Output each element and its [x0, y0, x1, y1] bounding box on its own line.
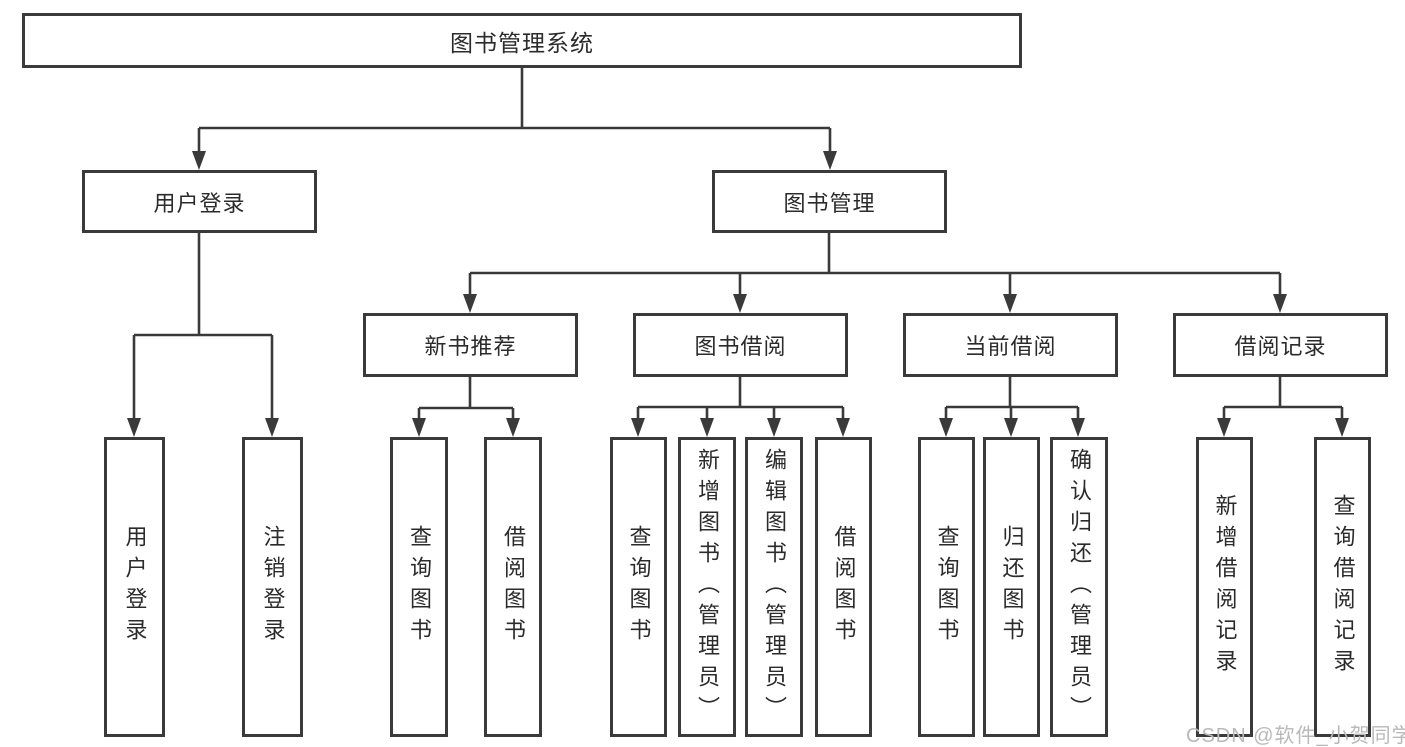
leaf-query-borrow-record-label: 查询借阅记录 [1330, 494, 1356, 680]
node-new-book-recommend: 新书推荐 [363, 313, 578, 377]
leaf-borrow-books: 借阅图书 [815, 437, 872, 737]
leaf-borrow-books-recommend-label: 借阅图书 [501, 525, 526, 649]
leaf-confirm-return-admin-label: 确认归还（管理员） [1067, 447, 1092, 727]
leaf-logout: 注销登录 [242, 437, 303, 737]
leaf-borrow-books-recommend: 借阅图书 [484, 437, 542, 737]
node-current-borrow-label: 当前借阅 [964, 334, 1057, 359]
leaf-add-borrow-record-label: 新增借阅记录 [1212, 494, 1238, 680]
node-borrow-records: 借阅记录 [1173, 313, 1388, 377]
leaf-edit-book-admin: 编辑图书（管理员） [745, 437, 803, 737]
node-user-login: 用户登录 [82, 170, 317, 233]
leaf-confirm-return-admin: 确认归还（管理员） [1050, 437, 1108, 737]
node-new-book-recommend-label: 新书推荐 [424, 334, 517, 359]
leaf-query-books-recommend-label: 查询图书 [407, 525, 432, 649]
leaf-user-login: 用户登录 [104, 437, 165, 737]
leaf-add-book-admin-label: 新增图书（管理员） [695, 447, 720, 727]
leaf-query-books-borrow-label: 查询图书 [626, 525, 652, 649]
leaf-query-books-current-label: 查询图书 [934, 525, 960, 649]
watermark: CSDN @软件_小贺同学 [1186, 725, 1405, 747]
arrowheads [127, 151, 1349, 437]
leaf-edit-book-admin-label: 编辑图书（管理员） [762, 447, 787, 727]
leaf-borrow-books-label: 借阅图书 [831, 525, 857, 649]
node-book-borrow: 图书借阅 [633, 313, 848, 377]
node-book-borrow-label: 图书借阅 [694, 334, 787, 359]
node-borrow-records-label: 借阅记录 [1234, 334, 1327, 359]
node-current-borrow: 当前借阅 [903, 313, 1118, 377]
node-user-login-label: 用户登录 [153, 190, 246, 216]
leaf-query-books-borrow: 查询图书 [610, 437, 667, 737]
node-root-label: 图书管理系统 [450, 29, 594, 56]
leaf-query-books-current: 查询图书 [918, 437, 975, 737]
leaf-add-borrow-record: 新增借阅记录 [1196, 437, 1253, 737]
node-book-management-label: 图书管理 [783, 190, 876, 216]
node-book-management: 图书管理 [712, 170, 947, 233]
leaf-query-books-recommend: 查询图书 [390, 437, 448, 737]
leaf-return-book: 归还图书 [983, 437, 1040, 737]
leaf-return-book-label: 归还图书 [999, 525, 1025, 649]
leaf-add-book-admin: 新增图书（管理员） [678, 437, 736, 737]
leaf-query-borrow-record: 查询借阅记录 [1314, 437, 1371, 737]
leaf-logout-label: 注销登录 [260, 525, 286, 649]
node-root: 图书管理系统 [22, 13, 1022, 68]
connector-lines [132, 68, 1344, 427]
leaf-user-login-label: 用户登录 [122, 525, 148, 649]
